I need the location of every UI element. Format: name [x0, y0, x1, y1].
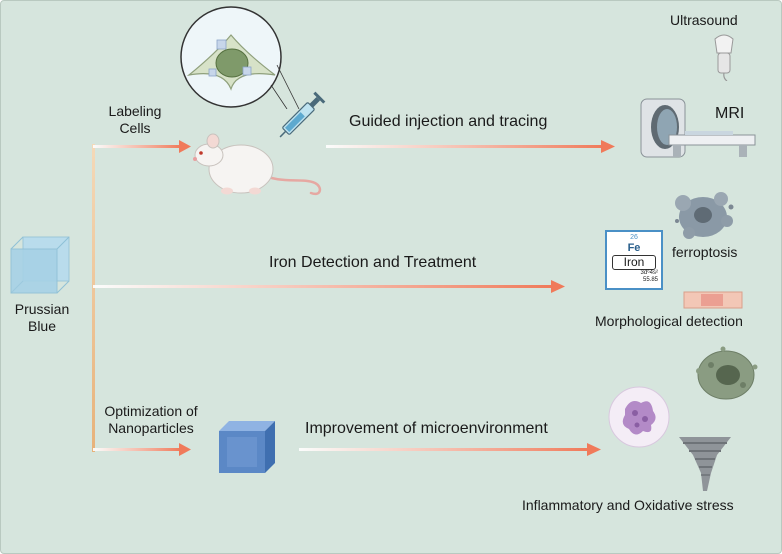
branch-line-optimization	[93, 448, 181, 451]
element-number: 26	[630, 234, 638, 241]
source-label-line1: Prussian	[14, 301, 70, 317]
element-symbol: Fe	[627, 242, 641, 254]
arrowhead-iron	[551, 280, 565, 293]
arrowhead-guided-injection	[601, 140, 615, 153]
arrow-label-iron-detection: Iron Detection and Treatment	[269, 254, 477, 271]
optimization-line1: Optimization of	[104, 403, 198, 419]
prussian-blue-cube-icon	[10, 236, 70, 294]
macrophage-icon	[608, 386, 670, 448]
labeling-cells-label: Labeling Cells	[93, 103, 177, 137]
source-label-line2: Blue	[27, 318, 57, 334]
damaged-cell-icon	[696, 346, 758, 400]
mouse-icon	[193, 133, 322, 196]
arrow-label-guided-injection: Guided injection and tracing	[349, 113, 548, 130]
labeling-cells-line1: Labeling	[108, 103, 162, 119]
trunk-line	[92, 144, 95, 452]
cell-magnified-icon	[180, 6, 300, 109]
ferroptosis-label: ferroptosis	[672, 244, 738, 260]
syringe-icon	[279, 91, 326, 138]
arrow-guided-injection	[326, 145, 604, 148]
ultrasound-probe-icon	[714, 34, 734, 81]
element-mass: 55.85	[642, 277, 658, 283]
tornado-icon	[679, 437, 731, 491]
arrowhead-microenvironment	[587, 443, 601, 456]
labeling-cells-line2: Cells	[119, 120, 151, 136]
arrow-label-microenvironment: Improvement of microenvironment	[305, 420, 548, 437]
inflammatory-label: Inflammatory and Oxidative stress	[522, 497, 734, 513]
morphological-detection-label: Morphological detection	[595, 313, 743, 329]
nanoparticle-cube-icon	[219, 421, 275, 473]
arrow-microenvironment	[299, 448, 589, 451]
mri-scanner-icon	[640, 98, 756, 158]
optimization-line2: Nanoparticles	[108, 420, 194, 436]
element-config: 3d⁶4s²	[640, 270, 658, 276]
ferroptosis-cell-icon	[675, 192, 734, 239]
ultrasound-label: Ultrasound	[670, 12, 738, 28]
iron-element-tile: 26 Fe Iron 3d⁶4s² 55.85	[605, 230, 663, 290]
tissue-slice-icon	[683, 291, 743, 309]
mri-label: MRI	[715, 105, 745, 122]
arrowhead-optimization	[179, 443, 191, 456]
source-label: Prussian Blue	[7, 301, 77, 335]
branch-line-iron	[93, 285, 553, 288]
branch-line-labeling	[93, 145, 181, 148]
arrowhead-labeling	[179, 140, 191, 153]
element-name: Iron	[612, 255, 656, 270]
optimization-label: Optimization of Nanoparticles	[91, 403, 211, 437]
